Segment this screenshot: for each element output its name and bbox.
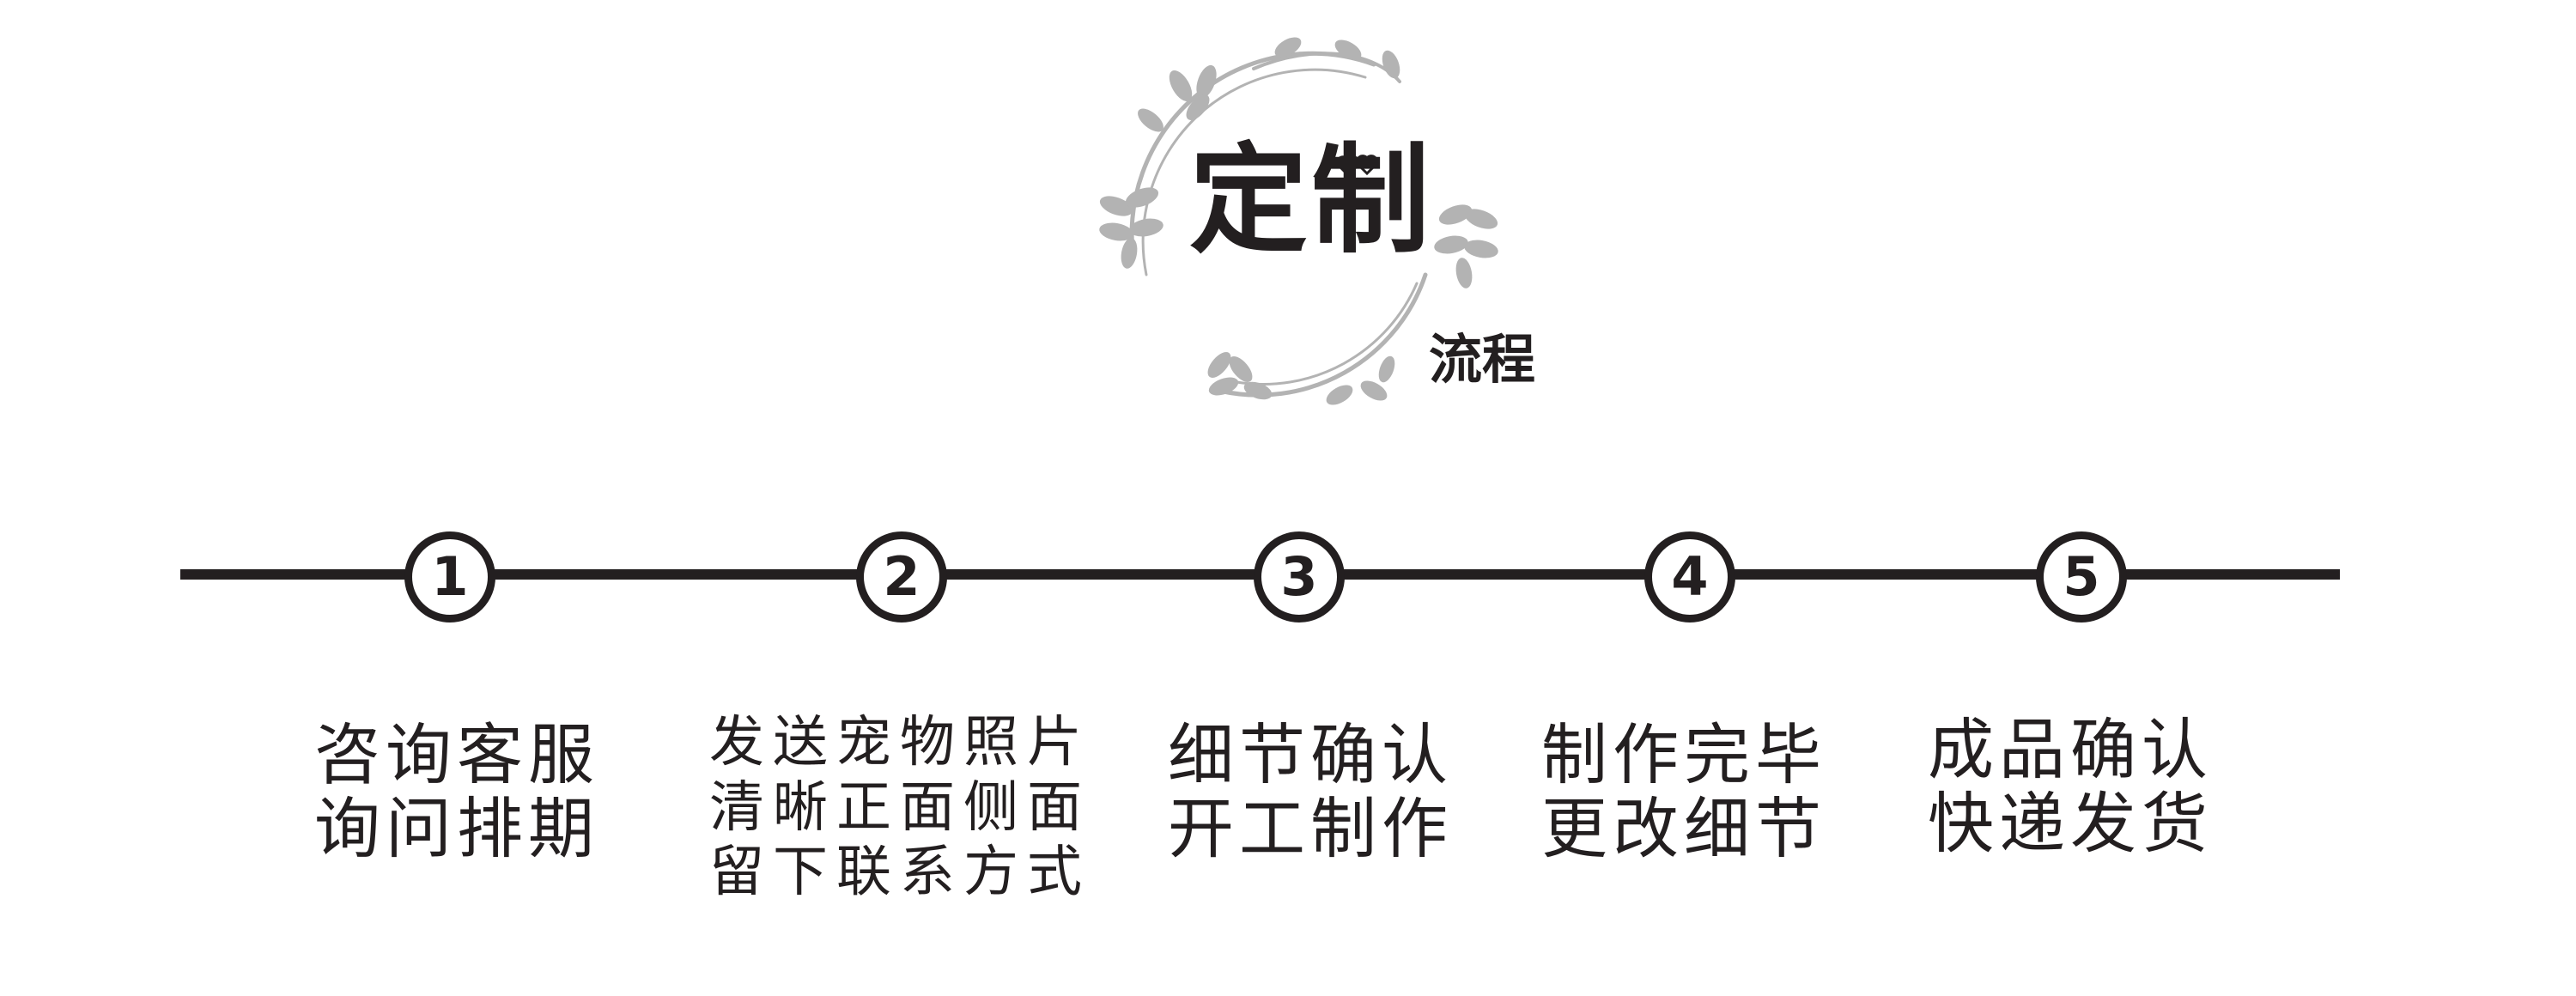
step-2-line-3: 留下联系方式 [709,841,1091,905]
step-4-number-badge: 4 [1644,531,1735,622]
step-5-description: 成品确认 快递发货 [1928,714,2213,862]
step-2-number-badge: 2 [856,531,947,622]
page-title: 定制 [1189,131,1434,270]
step-2-description: 发送宠物照片 清晰正面侧面 留下联系方式 [709,711,1091,906]
step-2-line-1: 发送宠物照片 [709,711,1091,774]
step-3-description: 细节确认 开工制作 [1168,718,1453,869]
step-1-description: 咨询客服 询问排期 [314,718,599,869]
step-1-line-1: 咨询客服 [314,718,599,794]
step-4-line-1: 制作完毕 [1541,718,1826,794]
step-1-line-2: 询问排期 [314,792,599,869]
heart-icon [1336,155,1378,177]
step-5-number-badge: 5 [2036,531,2127,622]
step-4-description: 制作完毕 更改细节 [1541,718,1826,869]
step-3-number-badge: 3 [1254,531,1345,622]
step-2-line-2: 清晰正面侧面 [709,775,1091,840]
step-1-number-badge: 1 [404,531,495,622]
step-3-line-1: 细节确认 [1168,718,1453,794]
step-5-line-2: 快递发货 [1928,786,2213,864]
step-5-line-1: 成品确认 [1928,713,2213,789]
page-subtitle: 流程 [1429,328,1536,391]
step-4-line-2: 更改细节 [1541,792,1826,869]
step-3-line-2: 开工制作 [1168,792,1453,869]
